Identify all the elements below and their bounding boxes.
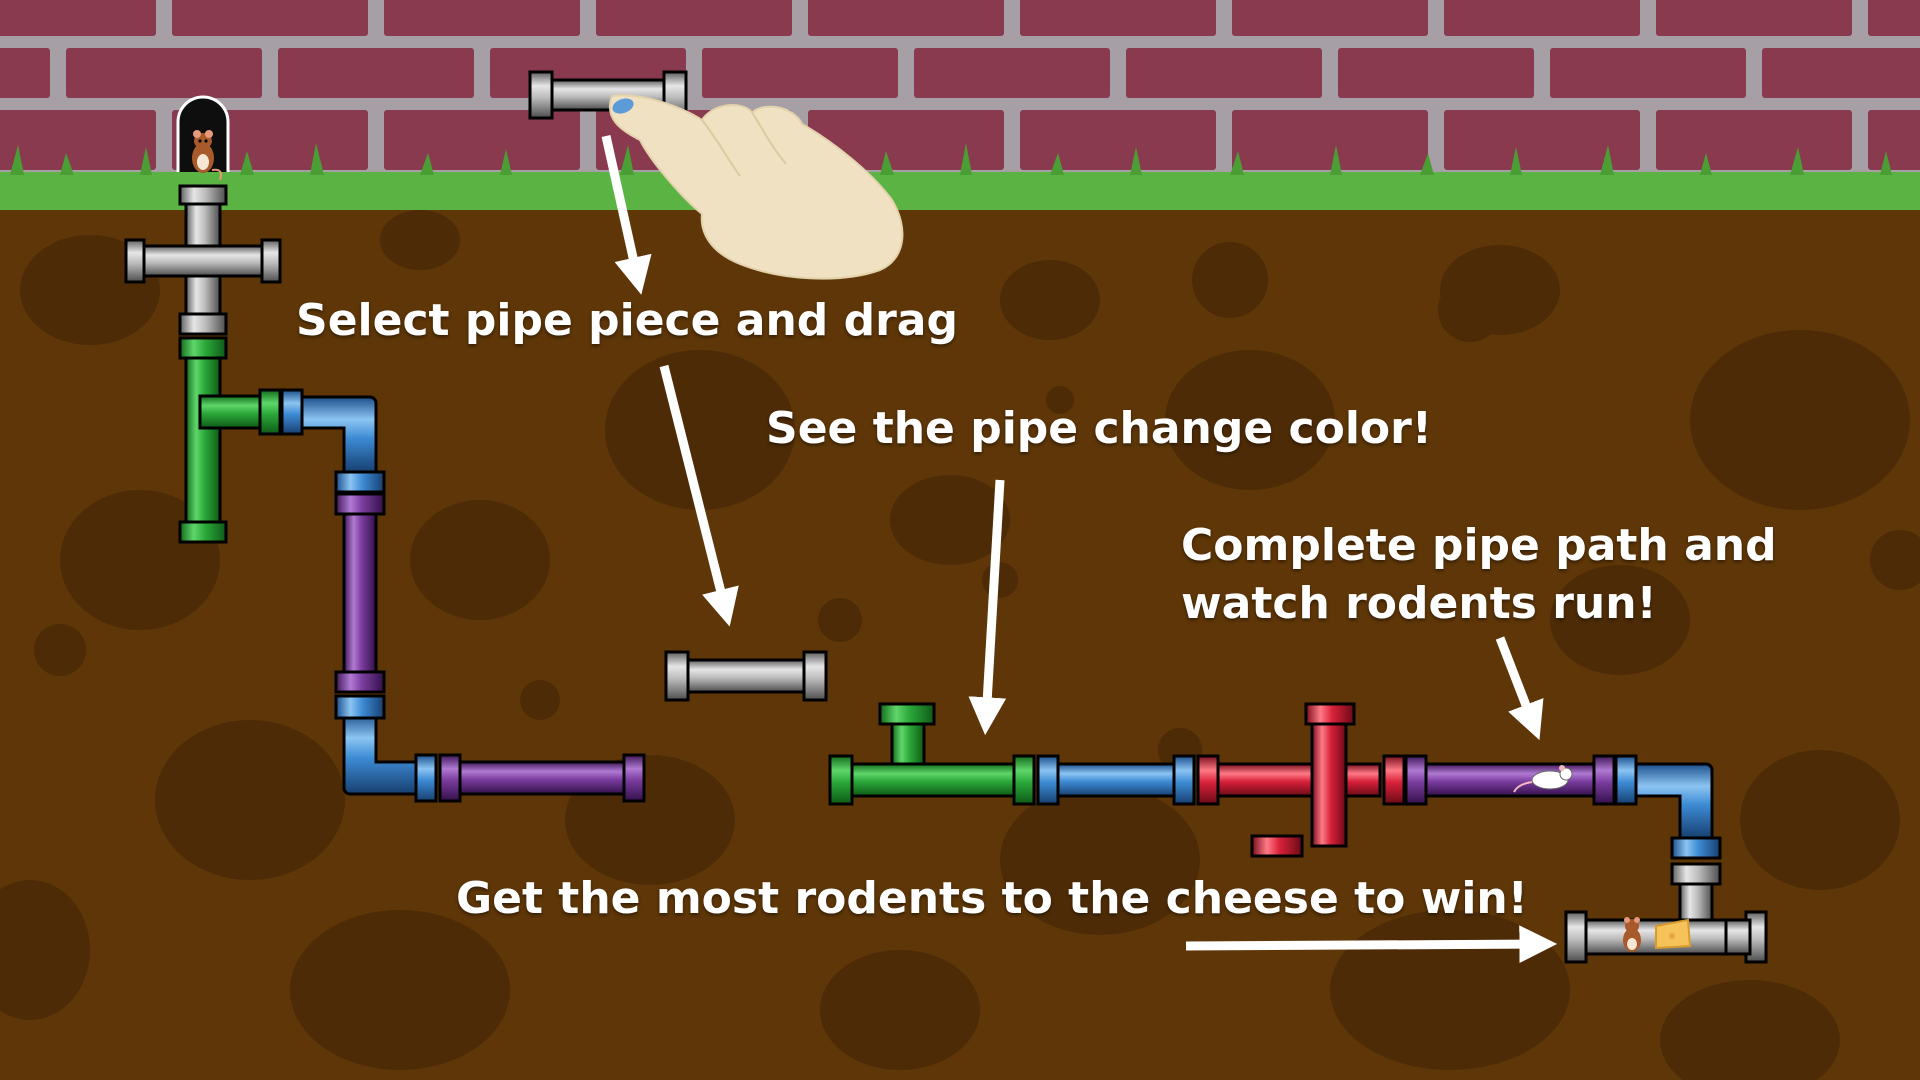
caption-complete-path: Complete pipe path and watch rodents run…	[1181, 517, 1777, 633]
caption-win: Get the most rodents to the cheese to wi…	[456, 873, 1528, 924]
pipe-straight-gray-loose[interactable]	[664, 650, 828, 702]
cheese-icon	[1655, 918, 1692, 950]
grass-strip	[0, 143, 1920, 212]
hand-pointer-icon	[609, 94, 904, 280]
pipe-straight-blue-right	[1036, 754, 1196, 806]
pipe-tee-green	[178, 336, 282, 544]
pipe-elbow-blue-bottom	[334, 694, 438, 803]
caption-change-color: See the pipe change color!	[766, 403, 1432, 454]
pipe-straight-purple-right	[1404, 754, 1616, 806]
pipe-elbow-blue-right	[1614, 754, 1722, 860]
pipe-cross-gray	[124, 184, 282, 336]
caption-complete-line1: Complete pipe path and	[1181, 520, 1777, 571]
pipe-tee-green-right	[828, 702, 1036, 806]
mouse-icon	[192, 130, 222, 181]
caption-select-drag: Select pipe piece and drag	[296, 295, 958, 346]
mouse-icon	[1623, 917, 1641, 952]
brick-wall	[0, 0, 1920, 200]
pipe-straight-purple-vertical	[334, 492, 386, 694]
arrow-icon	[601, 135, 1558, 964]
mouse-icon	[1513, 765, 1573, 793]
pipe-cross-red	[1196, 702, 1406, 858]
caption-complete-line2: watch rodents run!	[1181, 578, 1657, 629]
pipe-straight-purple-horizontal	[438, 753, 646, 803]
pipe-elbow-blue-top	[280, 388, 386, 494]
